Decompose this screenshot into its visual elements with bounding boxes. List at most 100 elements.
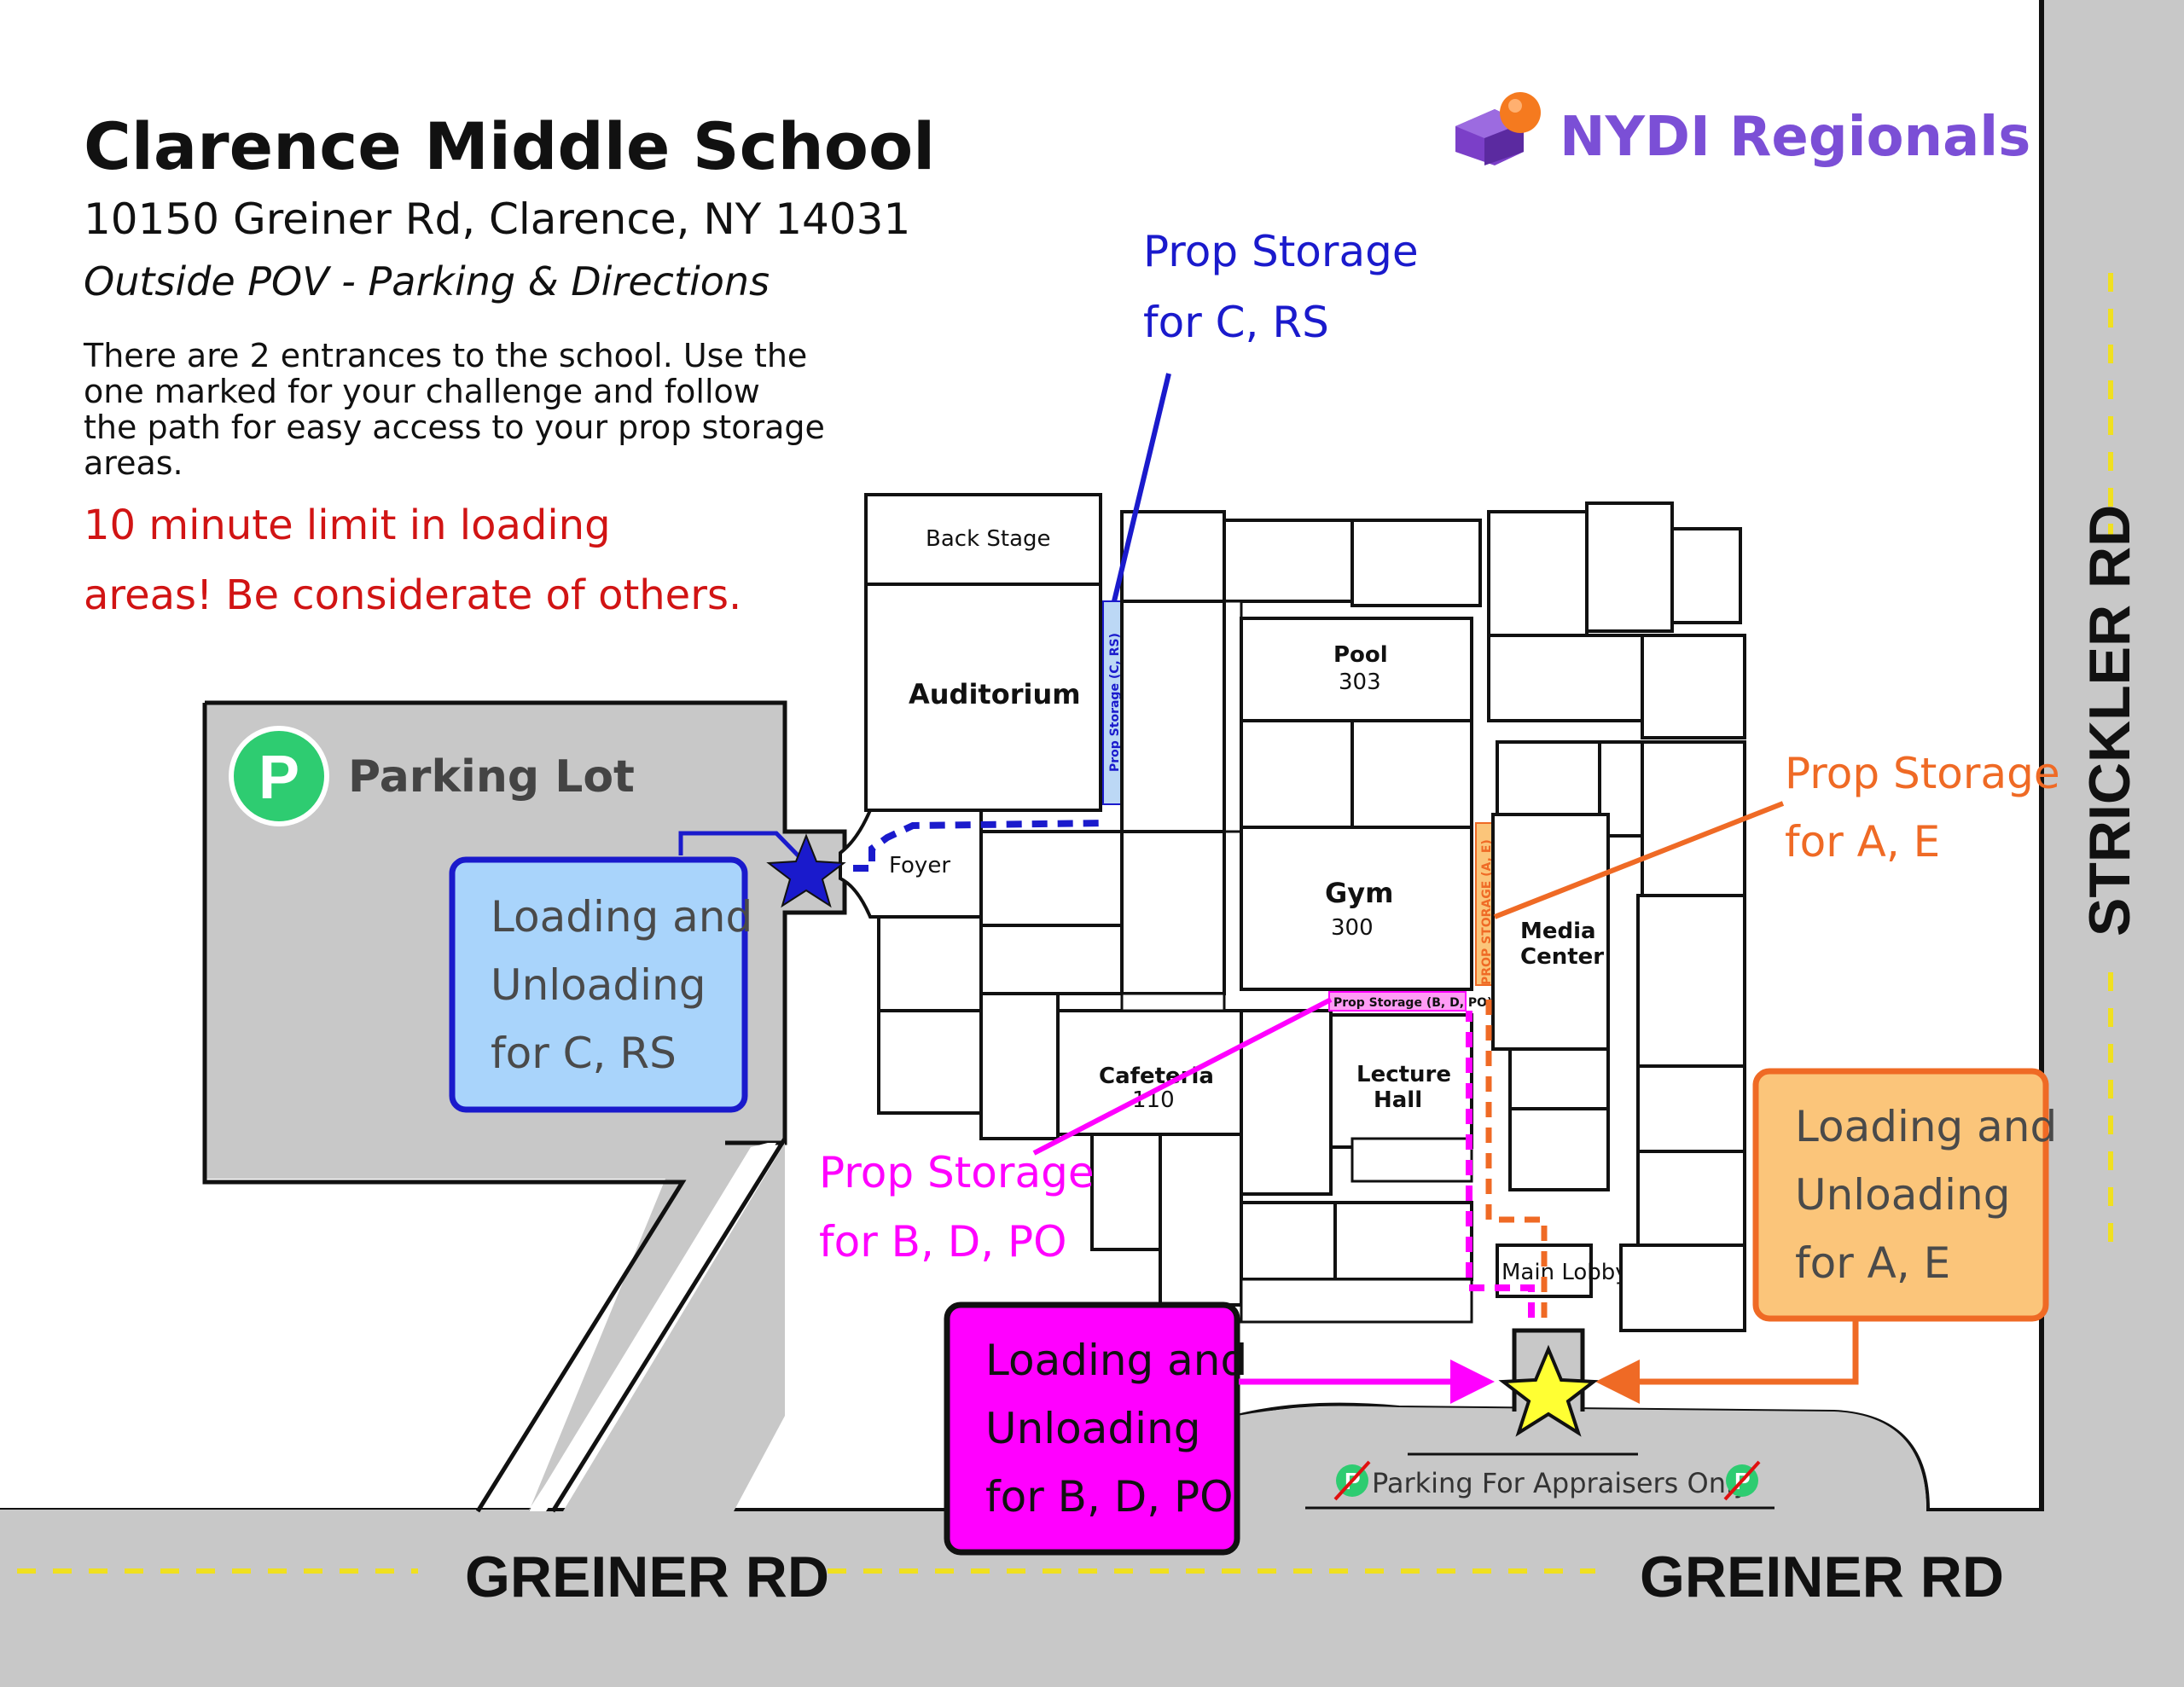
strickler-road-surface bbox=[2043, 0, 2184, 1687]
no-parking-icon-right: P bbox=[1723, 1460, 1761, 1501]
southwest-room-3 bbox=[1120, 992, 1226, 1012]
pool-label: Pool bbox=[1333, 642, 1388, 668]
southwest-room-1 bbox=[1090, 1133, 1162, 1251]
east-room-6 bbox=[1496, 740, 1601, 816]
callout-a-e-line-1: Prop Storage bbox=[1785, 749, 2060, 798]
loading-box-b-d-po: Loading and Unloading for B, D, PO bbox=[944, 1301, 1247, 1556]
loading-a-e-line-2: Unloading bbox=[1795, 1170, 2010, 1220]
north-room-2 bbox=[1223, 519, 1354, 603]
lecture-hall-room bbox=[1329, 1013, 1473, 1149]
strickler-road-label: STRICKLER RD bbox=[2077, 505, 2142, 936]
path-c-rs bbox=[853, 820, 1106, 872]
pool-number: 303 bbox=[1339, 670, 1381, 695]
arrow-b-d-po-head bbox=[1450, 1359, 1495, 1404]
south-room-3 bbox=[1240, 1201, 1337, 1281]
intro-line-4: areas. bbox=[84, 444, 183, 482]
main-entrance-star-icon bbox=[1498, 1344, 1599, 1437]
east-room-10 bbox=[1619, 1244, 1746, 1332]
path-b-d-po bbox=[1466, 1011, 1535, 1318]
west-room-6 bbox=[979, 992, 1060, 1140]
prop-storage-b-d-po-tag-label: Prop Storage (B, D, PO) bbox=[1333, 996, 1492, 1010]
callout-c-rs-line-1: Prop Storage bbox=[1143, 227, 1419, 276]
brand-name: NYDI Regionals bbox=[1560, 106, 2030, 169]
parking-icon: P bbox=[229, 726, 329, 826]
mid-room-2 bbox=[1350, 719, 1473, 829]
south-room-4 bbox=[1333, 1201, 1473, 1281]
auditorium-room bbox=[864, 583, 1102, 812]
leader-c-rs bbox=[1112, 373, 1171, 602]
loading-box-c-rs: Loading and Unloading for C, RS bbox=[449, 856, 752, 1113]
west-room-1 bbox=[979, 830, 1124, 927]
appraiser-parking-label: Parking For Appraisers Only bbox=[1372, 1467, 1750, 1499]
loading-b-d-po-line-1: Loading and bbox=[985, 1336, 1247, 1385]
arrow-a-e-head bbox=[1595, 1359, 1640, 1404]
east-wing-2 bbox=[1636, 894, 1746, 1068]
callout-c-rs-line-2: for C, RS bbox=[1143, 298, 1329, 347]
south-room-1 bbox=[1240, 1009, 1333, 1196]
gym-room bbox=[1240, 826, 1473, 991]
callout-a-e-line-2: for A, E bbox=[1785, 817, 1940, 867]
lecture-hall-label-2: Hall bbox=[1374, 1087, 1422, 1113]
north-room-1 bbox=[1120, 510, 1226, 603]
parking-lot-outline-left bbox=[202, 703, 687, 1513]
west-room-5 bbox=[877, 1009, 983, 1115]
east-wing-1 bbox=[1641, 740, 1746, 897]
east-room-2 bbox=[1585, 501, 1674, 633]
callout-b-d-po-line-2: for B, D, PO bbox=[819, 1217, 1067, 1267]
greiner-road-label-left: GREINER RD bbox=[465, 1545, 829, 1609]
west-room-4 bbox=[979, 924, 1124, 995]
school-building: Back Stage Auditorium Prop Storage (C, R… bbox=[839, 493, 1746, 1332]
southwest-room-2 bbox=[1159, 1133, 1243, 1307]
leader-a-e bbox=[1493, 801, 1785, 919]
east-wing-4 bbox=[1636, 1150, 1746, 1247]
loading-c-rs-line-2: Unloading bbox=[491, 960, 706, 1010]
media-center-label-1: Media bbox=[1520, 919, 1596, 944]
loading-c-rs-line-3: for C, RS bbox=[491, 1029, 677, 1078]
path-c-rs-lot-link bbox=[678, 831, 812, 870]
east-room-5 bbox=[1641, 634, 1746, 739]
lecture-hall-label-1: Lecture bbox=[1356, 1062, 1451, 1087]
callout-b-d-po-line-1: Prop Storage bbox=[819, 1148, 1095, 1197]
page-title: Clarence Middle School bbox=[84, 108, 935, 184]
west-entrance-star-icon bbox=[766, 833, 846, 908]
back-stage-room bbox=[864, 493, 1102, 586]
greiner-road-label-right: GREINER RD bbox=[1640, 1545, 2004, 1609]
east-room-9 bbox=[1508, 1107, 1610, 1191]
loading-a-e-line-1: Loading and bbox=[1795, 1102, 2057, 1151]
nydi-logo-icon bbox=[1455, 92, 1541, 165]
gym-label: Gym bbox=[1325, 877, 1393, 909]
warning-line-2: areas! Be considerate of others. bbox=[84, 571, 741, 619]
loading-b-d-po-line-2: Unloading bbox=[985, 1404, 1200, 1453]
arrow-a-e-shaft bbox=[1638, 1320, 1859, 1385]
entry-drive-edge bbox=[550, 1137, 787, 1513]
svg-text:P: P bbox=[258, 744, 299, 812]
prop-storage-c-rs-tag-label: Prop Storage (C, RS) bbox=[1108, 633, 1122, 772]
address: 10150 Greiner Rd, Clarence, NY 14031 bbox=[84, 194, 910, 244]
gym-number: 300 bbox=[1331, 915, 1374, 941]
foyer-room bbox=[839, 809, 983, 919]
southwest-room-4 bbox=[1240, 1278, 1473, 1324]
path-a-e bbox=[1485, 998, 1548, 1318]
east-room-1 bbox=[1487, 510, 1589, 637]
leader-b-d-po bbox=[1032, 997, 1333, 1156]
north-room-3 bbox=[1223, 600, 1243, 833]
loading-c-rs-line-1: Loading and bbox=[491, 892, 752, 942]
media-center-label-2: Center bbox=[1520, 944, 1604, 970]
south-room-2 bbox=[1350, 1137, 1473, 1183]
loading-a-e-line-3: for A, E bbox=[1795, 1238, 1950, 1288]
entry-drive bbox=[529, 1143, 776, 1511]
loading-box-a-e: Loading and Unloading for A, E bbox=[1752, 1068, 2057, 1322]
west-room-3 bbox=[877, 915, 983, 1012]
no-parking-icon-left: P bbox=[1333, 1460, 1371, 1501]
loading-b-d-po-line-3: for B, D, PO bbox=[985, 1472, 1234, 1522]
north-room-4 bbox=[1350, 519, 1482, 607]
north-room-5 bbox=[1120, 600, 1226, 833]
subtitle: Outside POV - Parking & Directions bbox=[84, 258, 770, 304]
intro-line-2: one marked for your challenge and follow bbox=[84, 373, 760, 410]
back-stage-label: Back Stage bbox=[926, 526, 1051, 552]
parking-lot-label: Parking Lot bbox=[348, 751, 635, 803]
mid-room-1 bbox=[1240, 719, 1354, 829]
main-lobby-label: Main Lobby bbox=[1502, 1260, 1629, 1285]
intro-line-3: the path for easy access to your prop st… bbox=[84, 409, 825, 446]
intro-line-1: There are 2 entrances to the school. Use… bbox=[83, 337, 807, 374]
